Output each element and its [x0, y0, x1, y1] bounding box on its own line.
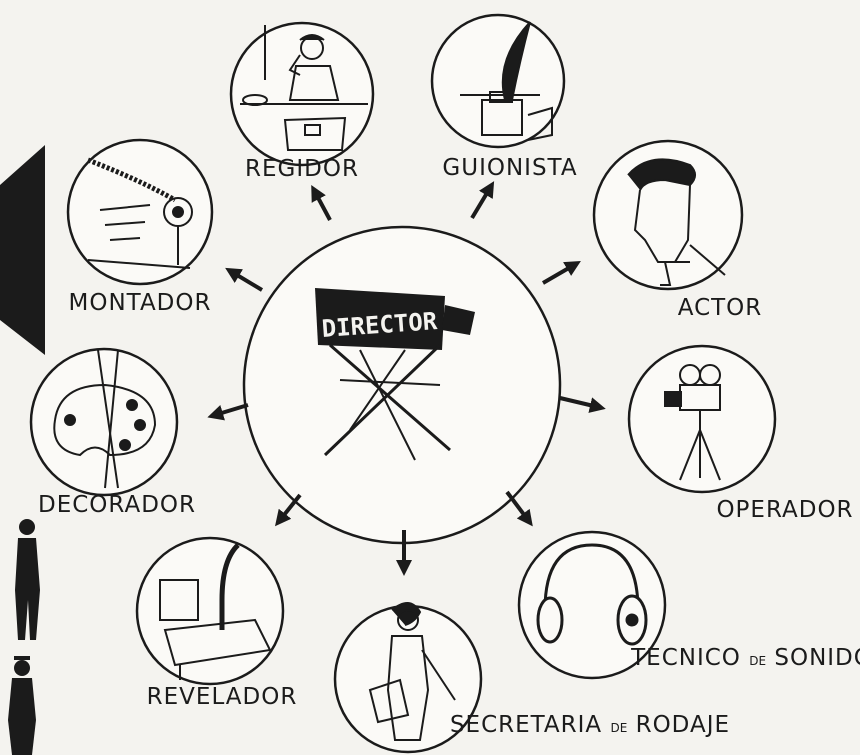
script-secretary-woman-icon [368, 602, 456, 741]
label-montador: MONTADOR [68, 290, 212, 316]
label-guionista: GUIONISTA [442, 155, 578, 181]
label-tecnico-connector: DE [749, 654, 767, 668]
label-regidor: REGIDOR [245, 156, 359, 182]
arrows [207, 181, 606, 576]
arrow-regidor [311, 184, 332, 221]
painter-palette-brushes-icon [53, 349, 157, 489]
film-camera-on-tripod-icon [664, 364, 721, 481]
arrow-operador [559, 396, 606, 413]
directors-chair-icon: DIRECTOR [315, 288, 475, 461]
label-secretaria-main: SECRETARIA [449, 712, 603, 738]
role-regidor [229, 21, 375, 167]
label-decorador: DECORADOR [38, 492, 196, 518]
role-montador [66, 138, 214, 286]
quill-and-inkwell-icon [460, 21, 553, 141]
director-node: DIRECTOR [242, 225, 562, 545]
label-tecnico: TECNICO DE SONIDO [631, 645, 860, 671]
arrow-montador [225, 267, 264, 292]
label-secretaria: SECRETARIA DE RODAJE [450, 712, 730, 738]
arrow-tecnico [505, 490, 533, 527]
role-secretaria [333, 602, 483, 754]
label-tecnico-second: SONIDO [774, 645, 860, 671]
arrow-guionista [470, 181, 495, 220]
film-editing-reel-icon [87, 157, 193, 269]
label-secretaria-second: RODAJE [635, 712, 731, 738]
role-tecnico [517, 530, 667, 680]
role-revelador [135, 536, 285, 686]
headphones-icon [536, 543, 648, 646]
man-on-telephone-icon [240, 25, 368, 151]
role-operador [627, 344, 777, 494]
arrow-actor [541, 260, 581, 285]
actor-profile-icon [627, 158, 726, 286]
arrow-revelador [275, 493, 302, 527]
role-actor [592, 139, 744, 291]
standing-figures-silhouette [8, 519, 40, 755]
label-tecnico-main: TECNICO [631, 645, 741, 671]
left-black-wedge [0, 145, 45, 355]
role-decorador [29, 347, 179, 497]
arrow-decorador [207, 403, 249, 421]
label-actor: ACTOR [677, 295, 763, 321]
label-operador: OPERADOR [716, 497, 854, 523]
role-guionista [430, 13, 566, 149]
label-secretaria-connector: DE [610, 721, 628, 735]
film-developing-tank-icon [159, 543, 272, 680]
label-revelador: REVELADOR [146, 684, 298, 710]
